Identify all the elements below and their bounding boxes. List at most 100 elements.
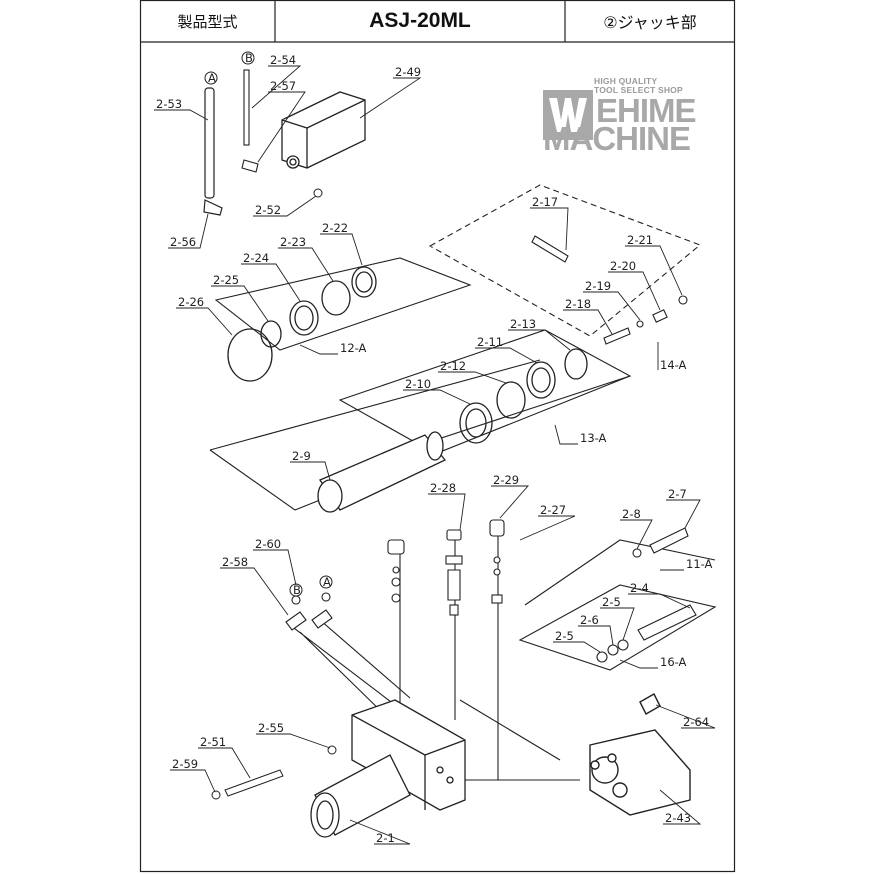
marker-b-label: B xyxy=(293,583,301,597)
part-label: 2-51 xyxy=(200,735,226,749)
marker-a-label: A xyxy=(323,575,331,589)
oring-2-8 xyxy=(632,548,642,558)
part-label: 2-6 xyxy=(580,613,599,627)
part-label: 2-26 xyxy=(178,295,204,309)
seal-2-11 xyxy=(526,361,556,399)
part-label: 2-60 xyxy=(255,537,281,551)
assembly-outline-12a xyxy=(214,257,472,351)
part-label: 2-24 xyxy=(243,251,269,265)
ring-2-5b xyxy=(596,651,608,663)
part-label: 2-55 xyxy=(258,721,284,735)
reservoir-tank xyxy=(281,91,366,169)
marker-a xyxy=(319,575,333,589)
section-title: ②ジャッキ部 xyxy=(603,13,697,32)
pipe-2-53 xyxy=(203,87,223,216)
ring-2-12 xyxy=(496,381,526,419)
part-label: 2-8 xyxy=(622,507,641,521)
part-label: 2-4 xyxy=(630,581,649,595)
part-label: 2-1 xyxy=(376,831,395,845)
part-label: 2-13 xyxy=(510,317,536,331)
assembly-label: 16-A xyxy=(660,655,687,669)
part-label: 2-18 xyxy=(565,297,591,311)
ring-2-6 xyxy=(607,644,619,656)
part-label: 2-54 xyxy=(270,53,296,67)
part-label: 2-19 xyxy=(585,279,611,293)
watermark-line2: TOOL SELECT SHOP xyxy=(594,85,683,95)
part-label: 2-12 xyxy=(440,359,466,373)
model-label: 製品型式 xyxy=(177,12,238,31)
part-label: 2-22 xyxy=(322,221,348,235)
part-label: 2-57 xyxy=(270,79,296,93)
assembly-label: 14-A xyxy=(660,358,687,372)
part-2-55 xyxy=(327,745,337,755)
part-label: 2-7 xyxy=(668,487,687,501)
seal-2-13 xyxy=(564,348,588,380)
spring-2-20 xyxy=(652,309,668,323)
part-label: 2-59 xyxy=(172,757,198,771)
watermark-line3: EHIME xyxy=(596,92,697,129)
valve-2-28 xyxy=(387,539,405,555)
assembly-outline-11a xyxy=(524,539,716,606)
marker-a xyxy=(204,71,218,85)
seal-2-24-inner xyxy=(294,305,314,331)
seal-2-22 xyxy=(351,266,377,298)
assembly-label: 13-A xyxy=(580,431,607,445)
ram-2-9 xyxy=(317,431,447,513)
part-label: 2-5 xyxy=(602,595,621,609)
plug-2-21 xyxy=(678,295,688,305)
rod-2-51 xyxy=(224,769,284,797)
ball-2-19 xyxy=(636,320,644,328)
spring xyxy=(447,569,461,601)
fitting-2-58 xyxy=(285,611,307,631)
part-label: 2-53 xyxy=(156,97,182,111)
part-label: 2-29 xyxy=(493,473,519,487)
ring-2-25 xyxy=(260,320,282,348)
part-label: 2-23 xyxy=(280,235,306,249)
part-2-7 xyxy=(649,527,689,554)
plug-2-64 xyxy=(639,693,661,715)
part-label: 2-17 xyxy=(532,195,558,209)
part-2-18 xyxy=(603,327,631,345)
valve-2-29 xyxy=(446,529,462,541)
model-number: ASJ-20ML xyxy=(369,9,471,32)
part-label: 2-49 xyxy=(395,65,421,79)
rod-2-4 xyxy=(637,604,697,641)
fitting-2-59 xyxy=(211,790,221,800)
logo-mark-icon xyxy=(543,90,593,140)
valve-2-27 xyxy=(489,519,505,537)
watermark-line1: HIGH QUALITY xyxy=(594,76,658,86)
part-label: 2-10 xyxy=(405,377,431,391)
part-label: 2-9 xyxy=(292,449,311,463)
part-label: 2-56 xyxy=(170,235,196,249)
hose-line xyxy=(289,619,411,719)
part-label: 2-21 xyxy=(627,233,653,247)
plug-2-52 xyxy=(313,188,323,198)
shop-watermark-logo xyxy=(543,74,723,154)
seal-2-24 xyxy=(289,300,319,336)
assembly-label: 11-A xyxy=(686,557,713,571)
part-label: 2-5 xyxy=(555,629,574,643)
fitting-2-58b xyxy=(311,609,333,629)
part-label: 2-28 xyxy=(430,481,456,495)
watermark-line4: MACHINE xyxy=(543,120,691,157)
marker-b-label: B xyxy=(245,51,253,65)
drawing-frame xyxy=(139,0,736,873)
pipe-2-54 xyxy=(243,69,250,146)
part-label: 2-27 xyxy=(540,503,566,517)
cylinder-2-1 xyxy=(310,754,411,838)
part-label: 2-58 xyxy=(222,555,248,569)
bracket-2-9 xyxy=(209,359,631,511)
marker-b xyxy=(241,51,255,65)
marker-a-label: A xyxy=(208,71,216,85)
part-label: 2-43 xyxy=(665,811,691,825)
assembly-outline-14a xyxy=(428,184,702,337)
part-label: 2-25 xyxy=(213,273,239,287)
ring-2-5 xyxy=(617,639,629,651)
pin-2-17 xyxy=(531,235,569,263)
assembly-label: 12-A xyxy=(340,341,367,355)
part-label: 2-20 xyxy=(610,259,636,273)
ring-2-23 xyxy=(321,280,351,316)
pump-body-block xyxy=(351,699,466,811)
part-label: 2-11 xyxy=(477,335,503,349)
